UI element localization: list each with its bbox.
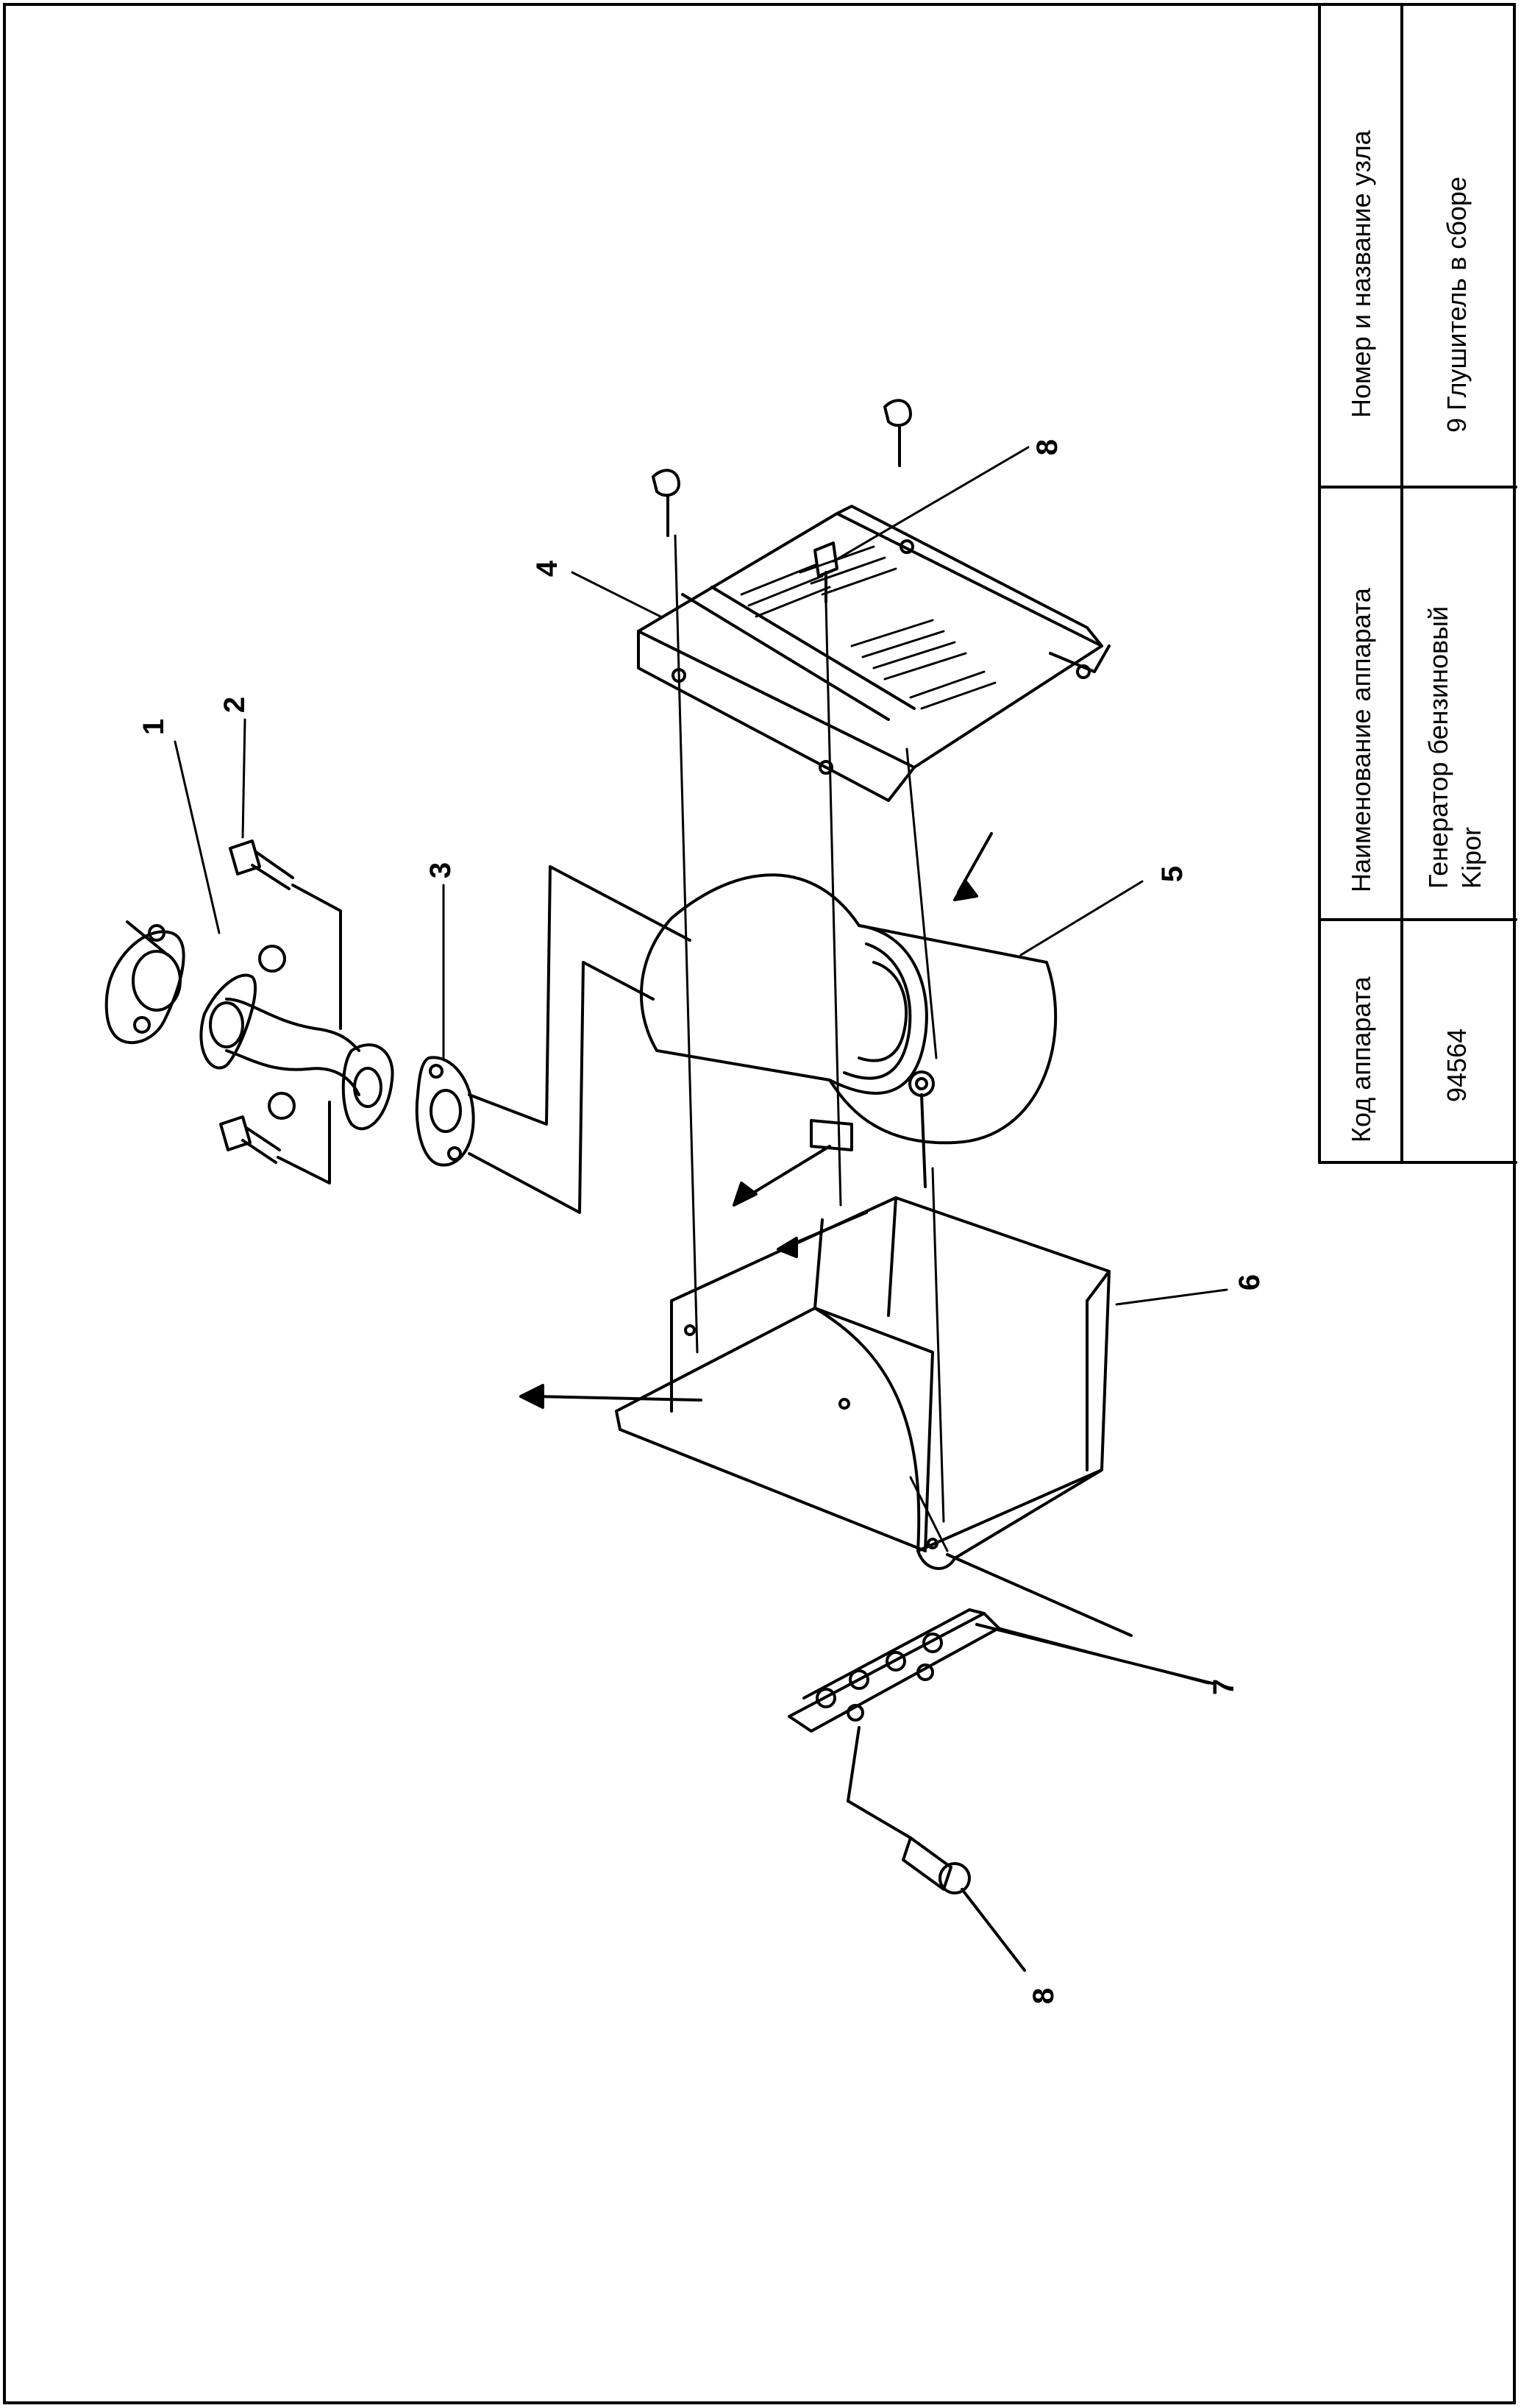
alignment-lines — [674, 534, 949, 1552]
callout-8-upper: 8 — [1031, 438, 1064, 456]
part-2-bolts — [219, 839, 342, 1185]
part-1-exhaust-pipe — [104, 920, 394, 1131]
title-value-name-line2: Kipor — [1456, 826, 1486, 889]
callout-3: 3 — [424, 862, 457, 879]
part-7-mount-plate — [788, 1553, 1214, 1839]
callout-8-lower: 8 — [1027, 1987, 1061, 2005]
callout-leaders — [174, 446, 1228, 1685]
callout-7: 7 — [1208, 1678, 1241, 1696]
callout-2: 2 — [218, 696, 252, 714]
drawing-sheet: Код аппарата Наименование аппарата Номер… — [3, 3, 1517, 2404]
callout-1: 1 — [138, 718, 171, 736]
title-header-code: Код аппарата — [1346, 976, 1376, 1143]
part-6-bracket — [519, 832, 1111, 1570]
part-8-bolt — [902, 1836, 1026, 1972]
title-value-name-line1: Генератор бензиновый — [1423, 605, 1453, 889]
exploded-assembly-drawing — [104, 6, 1517, 1972]
title-value-unit: 9 Глушитель в сборе — [1442, 177, 1472, 433]
title-value-code: 94564 — [1442, 1028, 1472, 1102]
callout-4: 4 — [531, 560, 564, 578]
part-3-gasket — [415, 865, 691, 1214]
callout-5: 5 — [1156, 865, 1189, 883]
part-5-muffler — [639, 873, 1058, 1207]
callout-6: 6 — [1233, 1274, 1267, 1291]
part-4-heat-shield — [637, 399, 1111, 802]
title-header-name: Наименование аппарата — [1346, 588, 1376, 892]
title-block-grid — [1318, 6, 1517, 1164]
title-header-unit: Номер и название узла — [1346, 130, 1376, 418]
